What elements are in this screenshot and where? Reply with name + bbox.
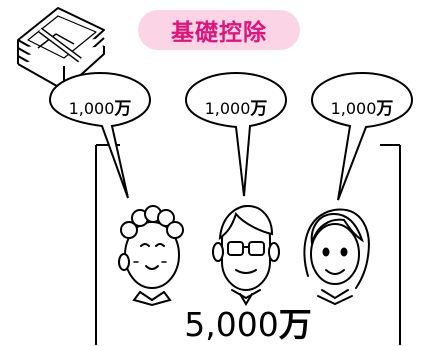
bubble-label-1: 1,000万 [52,94,148,119]
bubble-amount: 1,000 [204,99,251,118]
bubble-unit: 万 [376,99,394,119]
speech-bubble-3 [310,71,414,201]
woman-icon [303,208,370,306]
title-badge: 基礎控除 [138,10,300,50]
money-bundle-icon [17,7,105,91]
bubble-label-2: 1,000万 [188,94,284,119]
total-amount: 5,000万 [96,298,400,346]
bubble-unit: 万 [114,99,132,119]
title-text: 基礎控除 [171,20,267,46]
bubble-amount: 1,000 [68,99,115,118]
man-glasses-icon [212,204,280,306]
grandmother-icon [118,205,184,307]
bubble-amount: 1,000 [330,99,377,118]
bubble-label-3: 1,000万 [314,94,410,119]
speech-bubble-1 [48,71,152,199]
total-unit: 万 [278,305,312,344]
speech-bubble-2 [184,71,288,197]
bubble-unit: 万 [250,99,268,119]
total-value: 5,000 [184,305,279,344]
